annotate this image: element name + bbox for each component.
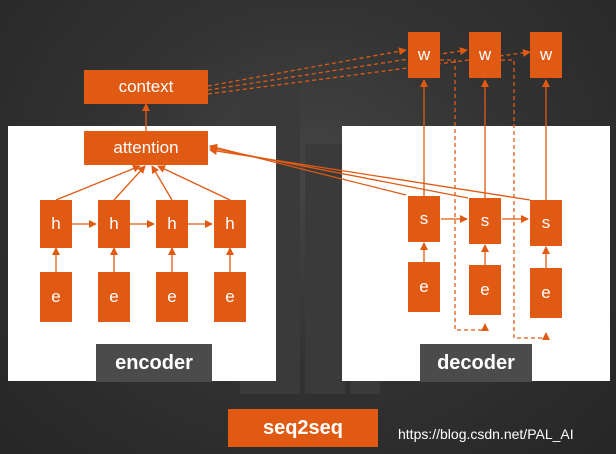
- encoder-embedding-node: e: [40, 272, 72, 322]
- output-word-node: w: [408, 32, 440, 78]
- diagram-title: seq2seq: [228, 409, 378, 447]
- hidden-state-node: h: [98, 200, 130, 248]
- decoder-state-node: s: [469, 198, 501, 244]
- decoder-label: decoder: [420, 344, 532, 382]
- decoder-embedding-node: e: [469, 265, 501, 315]
- encoder-label: encoder: [96, 344, 212, 382]
- attention-node: attention: [84, 131, 208, 165]
- hidden-state-node: h: [214, 200, 246, 248]
- decoder-embedding-node: e: [530, 268, 562, 318]
- output-word-node: w: [469, 32, 501, 78]
- background-building: [305, 144, 345, 394]
- output-word-node: w: [530, 32, 562, 78]
- encoder-embedding-node: e: [156, 272, 188, 322]
- decoder-state-node: s: [530, 200, 562, 246]
- encoder-embedding-node: e: [98, 272, 130, 322]
- decoder-panel: [342, 126, 610, 381]
- encoder-embedding-node: e: [214, 272, 246, 322]
- source-watermark: https://blog.csdn.net/PAL_AI: [398, 426, 574, 442]
- hidden-state-node: h: [156, 200, 188, 248]
- hidden-state-node: h: [40, 200, 72, 248]
- context-node: context: [84, 70, 208, 104]
- decoder-embedding-node: e: [408, 262, 440, 312]
- decoder-state-node: s: [408, 196, 440, 242]
